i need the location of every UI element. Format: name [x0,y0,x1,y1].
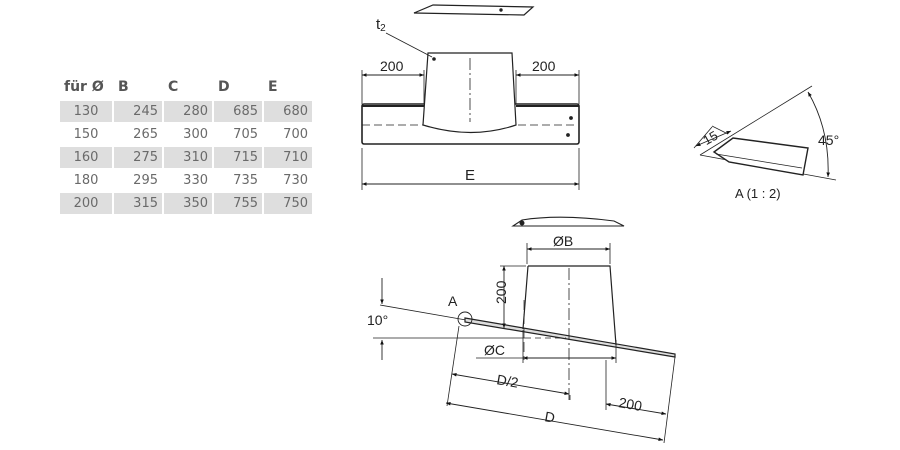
table-row: 180 295 330 735 730 [60,170,312,191]
dim-diameter-c-text: ØC [484,342,505,358]
cone-collar [422,52,517,134]
cell: 700 [283,127,308,142]
header-b: B [118,79,129,95]
cell: 680 [264,101,312,122]
cell: 280 [164,101,212,122]
table-header-row: für Ø B C D E [60,78,312,99]
cell: 275 [114,147,162,168]
cell: 730 [283,173,308,188]
dim-height-200: 200 [493,280,509,304]
cell: 715 [214,147,262,168]
cell: 750 [264,193,312,214]
dim-d-half: D/2 [495,371,519,391]
cell: 150 [73,127,99,142]
table-row: 130 245 280 685 680 [60,101,312,122]
cell: 685 [214,101,262,122]
header-c: C [168,79,179,95]
dim-d: D [543,408,556,426]
cell: 295 [133,173,158,188]
cell: 180 [73,173,99,188]
cell: 265 [133,127,158,142]
dim-diameter-b: ØB [553,233,573,249]
dim-left-200: 200 [380,58,404,74]
cell: 735 [233,173,258,188]
label-t2: t2 [376,16,386,34]
detail-caption: A (1 : 2) [735,186,781,201]
cell: 315 [114,193,162,214]
cell: 300 [183,127,208,142]
front-view [361,4,580,190]
detail-a-view [693,85,837,181]
dimension-table: für Ø B C D E 130 245 280 685 680 150 26… [58,76,314,216]
cell: 130 [60,101,112,122]
cell: 710 [264,147,312,168]
cell: 705 [233,127,258,142]
cell: 350 [164,193,212,214]
dim-15: 15 [700,128,720,148]
header-e: E [268,79,278,95]
side-view [373,216,676,444]
cell: 200 [60,193,112,214]
rain-cap [413,4,535,16]
cell: 310 [164,147,212,168]
header-diameter: für Ø [64,79,104,95]
dim-e: E [465,167,475,184]
detail-marker-a: A [448,293,458,309]
table-row: 150 265 300 705 700 [60,124,312,145]
table-row: 200 315 350 755 750 [60,193,312,214]
cell: 245 [114,101,162,122]
table-row: 160 275 310 715 710 [60,147,312,168]
dim-right-200: 200 [532,58,556,74]
cell: 160 [60,147,112,168]
dim-edge-200: 200 [617,394,643,414]
cell: 755 [214,193,262,214]
angle-45: 45° [818,132,839,148]
rain-cap [511,216,625,227]
cell: 330 [183,173,208,188]
angle-10: 10° [367,312,388,328]
header-d: D [218,79,230,95]
